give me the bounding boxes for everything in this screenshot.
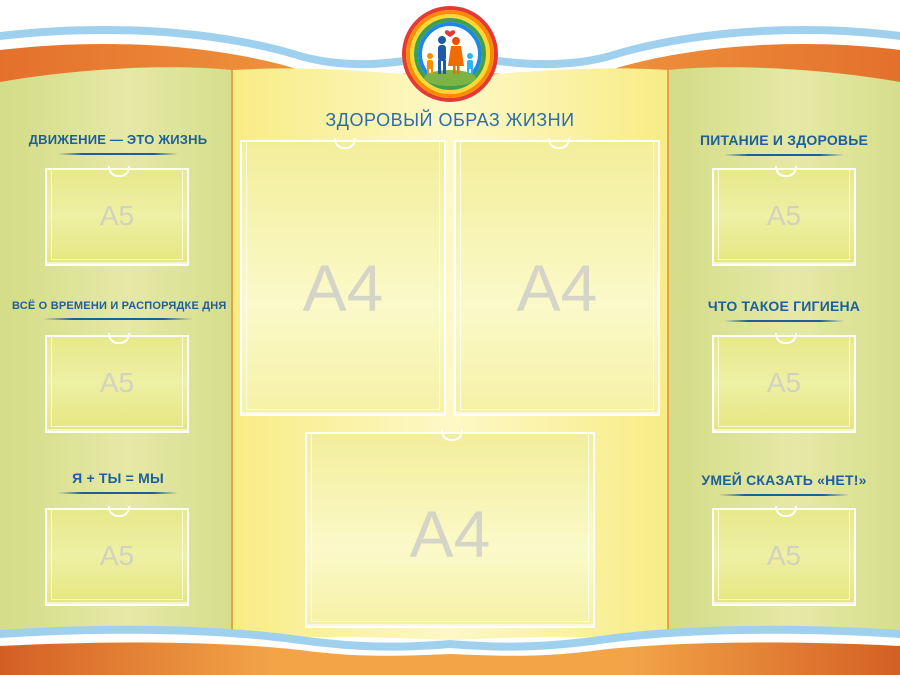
center-a4-pocket-1: А4	[240, 138, 446, 416]
left-a5-pocket-3: А5	[45, 506, 189, 606]
right-a5-pocket-3: А5	[712, 506, 856, 606]
pocket-size-label: А5	[766, 540, 802, 571]
pocket-size-label: А5	[99, 200, 135, 231]
right-section-1-title: ПИТАНИЕ И ЗДОРОВЬЕ	[680, 132, 888, 156]
right-a5-pocket-1: А5	[712, 166, 856, 266]
main-title: ЗДОРОВЫЙ ОБРАЗ ЖИЗНИ	[325, 110, 575, 130]
pocket-size-label: А4	[516, 251, 598, 325]
center-a4-pocket-2: А4	[454, 138, 660, 416]
family-rainbow-icon	[402, 6, 498, 102]
left-a5-pocket-2: А5	[45, 333, 189, 433]
left-section-1-title: ДВИЖЕНИЕ — ЭТО ЖИЗНЬ	[20, 132, 216, 155]
left-a5-pocket-1: А5	[45, 166, 189, 266]
right-section-2-title: ЧТО ТАКОЕ ГИГИЕНА	[680, 298, 888, 322]
right-section-3-title: УМЕЙ СКАЗАТЬ «НЕТ!»	[680, 472, 888, 496]
pocket-size-label: А5	[99, 367, 135, 398]
right-a5-pocket-2: А5	[712, 333, 856, 433]
pocket-size-label: А4	[409, 497, 491, 571]
center-a4-pocket-3: А4	[305, 430, 595, 628]
left-section-2-title: ВСЁ О ВРЕМЕНИ И РАСПОРЯДКЕ ДНЯ	[12, 300, 226, 320]
left-section-3-title: Я + ТЫ = МЫ	[20, 470, 216, 494]
pocket-size-label: А5	[766, 200, 802, 231]
pocket-size-label: А5	[99, 540, 135, 571]
pocket-size-label: А5	[766, 367, 802, 398]
pocket-size-label: А4	[302, 251, 384, 325]
